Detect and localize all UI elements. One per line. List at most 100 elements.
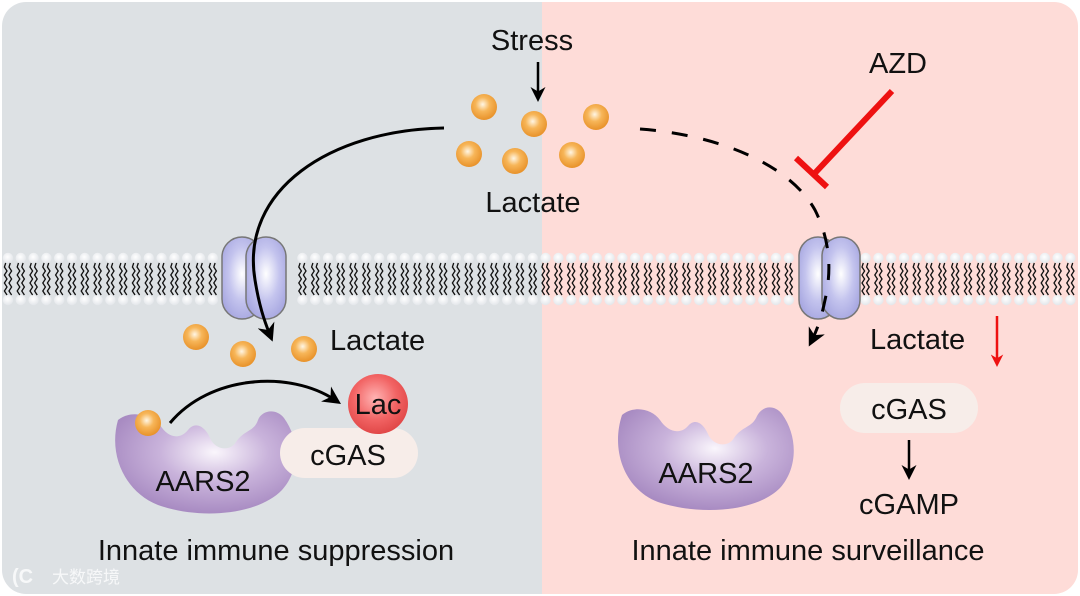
lipid-head-icon [886, 252, 897, 264]
lipid-head-icon [15, 252, 26, 264]
lipid-tail-icon [426, 262, 431, 296]
lipid-head-icon [617, 252, 628, 264]
watermark-text: 大数跨境 [52, 568, 120, 587]
lipid-tail-icon [1027, 262, 1032, 296]
lipid-tail-icon [737, 262, 742, 296]
lipid-tail-icon [1070, 262, 1075, 296]
lipid-head-icon [630, 252, 641, 264]
lipid-head-icon [604, 252, 615, 264]
lactate-molecule-icon [456, 141, 482, 167]
lipid-tail-icon [157, 262, 162, 296]
lipid-tail-icon [545, 262, 550, 296]
lipid-tail-icon [942, 262, 947, 296]
lipid-head-icon [860, 252, 871, 264]
lipid-head-icon [502, 294, 513, 306]
lipid-head-icon [911, 294, 922, 306]
lipid-tail-icon [507, 262, 512, 296]
lipid-head-icon [66, 252, 78, 264]
lactate-molecule-icon [502, 148, 528, 174]
lipid-head-icon [297, 252, 308, 264]
extracellular-lactate-group [456, 94, 609, 174]
lipid-tail-icon [349, 262, 354, 296]
lipid-tail-icon [1032, 262, 1037, 296]
lipid-tail-icon [208, 262, 213, 296]
lipid-tail-icon [494, 262, 499, 296]
lipid-head-icon [310, 294, 321, 306]
lipid-head-icon [207, 294, 218, 306]
lipid-tail-icon [874, 262, 879, 296]
lipid-head-icon [898, 252, 910, 264]
lipid-tail-icon [46, 262, 51, 296]
lipid-tail-icon [886, 262, 891, 296]
lipid-head-icon [41, 252, 52, 264]
lipid-tail-icon [438, 262, 443, 296]
lipid-head-icon [182, 294, 193, 306]
lipid-tail-icon [200, 262, 205, 296]
cgamp-label: cGAMP [859, 489, 959, 521]
lipid-head-icon [566, 252, 577, 264]
lipid-tail-icon [379, 262, 384, 296]
lipid-tail-icon [584, 262, 589, 296]
lipid-head-icon [502, 252, 513, 264]
lipid-head-icon [591, 294, 602, 306]
lipid-tail-icon [374, 262, 379, 296]
lipid-tail-icon [323, 262, 328, 296]
lipid-tail-icon [763, 262, 768, 296]
lipid-head-icon [975, 252, 986, 264]
lipid-tail-icon [861, 262, 866, 296]
lipid-head-icon [783, 294, 794, 306]
lipid-tail-icon [1040, 262, 1045, 296]
lipid-tail-icon [1006, 262, 1011, 296]
lipid-tail-icon [784, 262, 789, 296]
lipid-head-icon [591, 252, 602, 264]
lipid-head-icon [92, 252, 103, 264]
lipid-head-icon [130, 294, 142, 306]
lipid-head-icon [937, 252, 948, 264]
lipid-tail-icon [315, 262, 320, 296]
lipid-tail-icon [609, 262, 614, 296]
lipid-tail-icon [97, 262, 102, 296]
lipid-tail-icon [904, 262, 909, 296]
lipid-head-icon [1026, 294, 1038, 306]
lipid-tail-icon [1014, 262, 1019, 296]
cell-membrane [2, 252, 1076, 306]
lipid-head-icon [156, 252, 167, 264]
lipid-head-icon [937, 294, 948, 306]
lipid-tail-icon [136, 262, 141, 296]
lipid-head-icon [962, 294, 974, 306]
lipid-head-icon [540, 294, 551, 306]
watermark: (C 大数跨境 [12, 566, 120, 588]
lactate-molecule-icon [291, 336, 317, 362]
lipid-head-icon [527, 294, 538, 306]
lipid-head-icon [15, 294, 26, 306]
lipid-head-icon [578, 294, 590, 306]
lipid-head-icon [1014, 252, 1025, 264]
lipid-tail-icon [622, 262, 627, 296]
lipid-head-icon [1065, 294, 1076, 306]
lipid-head-icon [732, 294, 743, 306]
lipid-tail-icon [362, 262, 367, 296]
lipid-head-icon [988, 252, 999, 264]
lipid-head-icon [668, 252, 679, 264]
lipid-head-icon [1001, 294, 1012, 306]
lipid-tail-icon [182, 262, 187, 296]
lipid-tail-icon [669, 262, 674, 296]
lipid-head-icon [758, 252, 769, 264]
lipid-head-icon [450, 294, 462, 306]
lipid-head-icon [1026, 252, 1038, 264]
lipid-tail-icon [110, 262, 115, 296]
lipid-head-icon [873, 252, 884, 264]
lipid-tail-icon [968, 262, 973, 296]
lipid-tail-icon [733, 262, 738, 296]
lipid-tail-icon [963, 262, 968, 296]
lipid-head-icon [169, 252, 180, 264]
lipid-head-icon [719, 294, 730, 306]
lipid-tail-icon [464, 262, 469, 296]
lipid-tail-icon [950, 262, 955, 296]
lipid-head-icon [962, 252, 974, 264]
lipid-tail-icon [635, 262, 640, 296]
lipid-tail-icon [789, 262, 794, 296]
lipid-head-icon [1052, 294, 1063, 306]
lipid-head-icon [194, 252, 206, 264]
lipid-tail-icon [341, 262, 346, 296]
